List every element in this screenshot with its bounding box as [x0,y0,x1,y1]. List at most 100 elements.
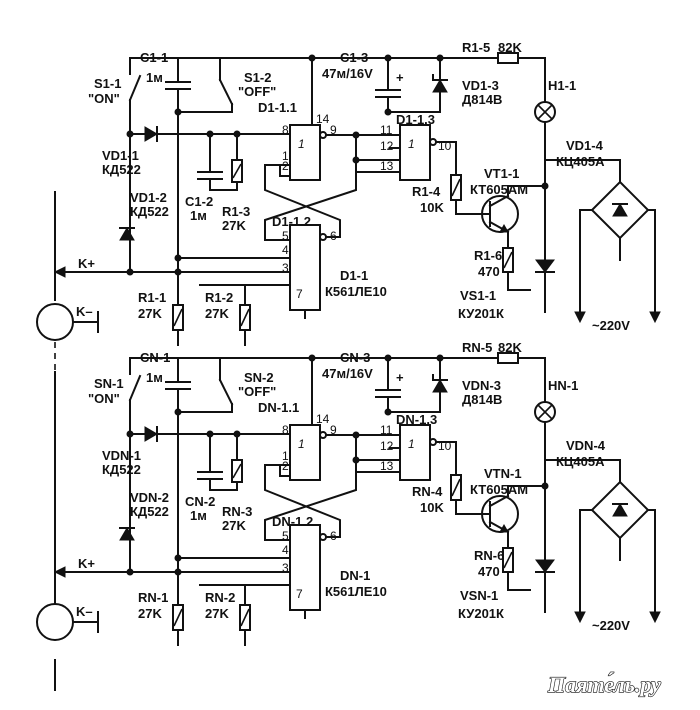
label-vs: VS1-1 [460,288,496,303]
pin-14: 14 [316,412,330,426]
junction-dot [384,354,392,362]
pin-7: 7 [296,587,303,601]
pin-12: 12 [380,139,394,153]
label-r6-value: 470 [478,264,500,279]
label-kplus: K+ [78,256,95,271]
diode-vd1 [144,126,158,142]
label-s2: SN-2 [244,370,274,385]
label-vd2-value: КД522 [130,204,169,219]
sensor-contact-k-minus [36,603,74,641]
channel-n: CN-11мSN-1"ON"SN-2"OFF"+CN-347м/16VVDN-3… [36,340,661,646]
junction-dot [384,108,392,116]
kplus-arrow [53,266,66,278]
label-vt: VTN-1 [484,466,522,481]
diode-vd1 [144,426,158,442]
label-c1-value: 1м [146,370,163,385]
label-d: D1-1 [340,268,368,283]
mains-arrow-left [574,611,586,624]
label-r2-value: 27K [205,306,229,321]
junction-dot [384,54,392,62]
label-c3: CN-3 [340,350,370,365]
label-r6: RN-6 [474,548,504,563]
switch-s1-blade [128,374,142,402]
junction-dot [174,108,182,116]
label-kminus: K– [76,304,93,319]
label-r6-value: 470 [478,564,500,579]
pin-12: 12 [380,439,394,453]
resistor-r4-hatch [451,178,461,197]
label-r1-value: 27K [138,306,162,321]
feedback-wire-a [264,164,341,238]
pin-9: 9 [330,423,337,437]
feedback-wire-a [264,464,341,538]
gate-d1-2 [289,524,321,611]
resistor-r1-hatch [173,608,183,627]
label-c2-value: 1м [190,208,207,223]
label-mains: ~220V [592,618,630,633]
label-kplus: K+ [78,556,95,571]
transistor-vt1-collector [488,194,510,208]
label-r3: R1-3 [222,204,250,219]
junction-dot [174,254,182,262]
label-vd3: VD1-3 [462,78,499,93]
resistor-r3-hatch [232,163,242,179]
gate-d1-1 [289,424,321,481]
junction-dot [174,408,182,416]
thyristor-vs1 [535,259,555,273]
label-gate1: DN-1.1 [258,400,299,415]
label-c1: CN-1 [140,350,170,365]
label-d-value: К561ЛЕ10 [325,284,387,299]
label-vd4: VDN-4 [566,438,606,453]
label-c2: C1-2 [185,194,213,209]
label-c1-value: 1м [146,70,163,85]
pin-1: 1 [282,149,289,163]
collector-wire [507,185,546,197]
resistor-r4-hatch [451,478,461,497]
label-c3: C1-3 [340,50,368,65]
label-vd2-value: КД522 [130,504,169,519]
gate-d1-3 [399,124,431,181]
label-r3: RN-3 [222,504,252,519]
label-vs-value: КУ201К [458,606,504,621]
pin-9: 9 [330,123,337,137]
channel-1: C1-11мS1-1"ON"S1-2"OFF"+C1-347м/16VVD1-3… [36,40,661,346]
collector-wire [507,485,546,497]
label-c3-plus: + [396,70,404,85]
junction-dot [384,408,392,416]
pin-5: 5 [282,229,289,243]
label-vt-value: КТ605АМ [470,182,528,197]
label-mains: ~220V [592,318,630,333]
label-h1: HN-1 [548,378,578,393]
label-r1: RN-1 [138,590,168,605]
transistor-vt1-arrow [499,223,509,233]
label-r4: RN-4 [412,484,443,499]
pin-3: 3 [282,561,289,575]
junction-dot [174,554,182,562]
gate-d1-3-symbol: 1 [408,437,415,451]
label-r2: RN-2 [205,590,235,605]
pin-13: 13 [380,159,394,173]
label-r6: R1-6 [474,248,502,263]
lamp-h1-x2 [537,104,553,120]
zener-vd3 [432,79,448,93]
label-r5-value: 82K [498,40,522,55]
label-h1: H1-1 [548,78,576,93]
label-r5: RN-5 [462,340,492,355]
label-r1-value: 27K [138,606,162,621]
label-vd2: VDN-2 [130,490,169,505]
junction-dot [308,54,316,62]
label-r4-value: 10K [420,200,444,215]
label-s2-state: "OFF" [238,84,276,99]
junction-dot [541,182,549,190]
label-c3-value: 47м/16V [322,66,373,81]
gate-d1-1 [289,124,321,181]
label-gate3: D1-1.3 [396,112,435,127]
resistor-r5 [497,52,519,64]
feedback-wire-b [264,159,357,241]
label-c3-value: 47м/16V [322,366,373,381]
switch-s2-blade [218,78,234,106]
resistor-r6-hatch [503,551,513,569]
label-gate2: DN-1.2 [272,514,313,529]
watermark-logo: Паяте́ль.ру [547,672,661,697]
